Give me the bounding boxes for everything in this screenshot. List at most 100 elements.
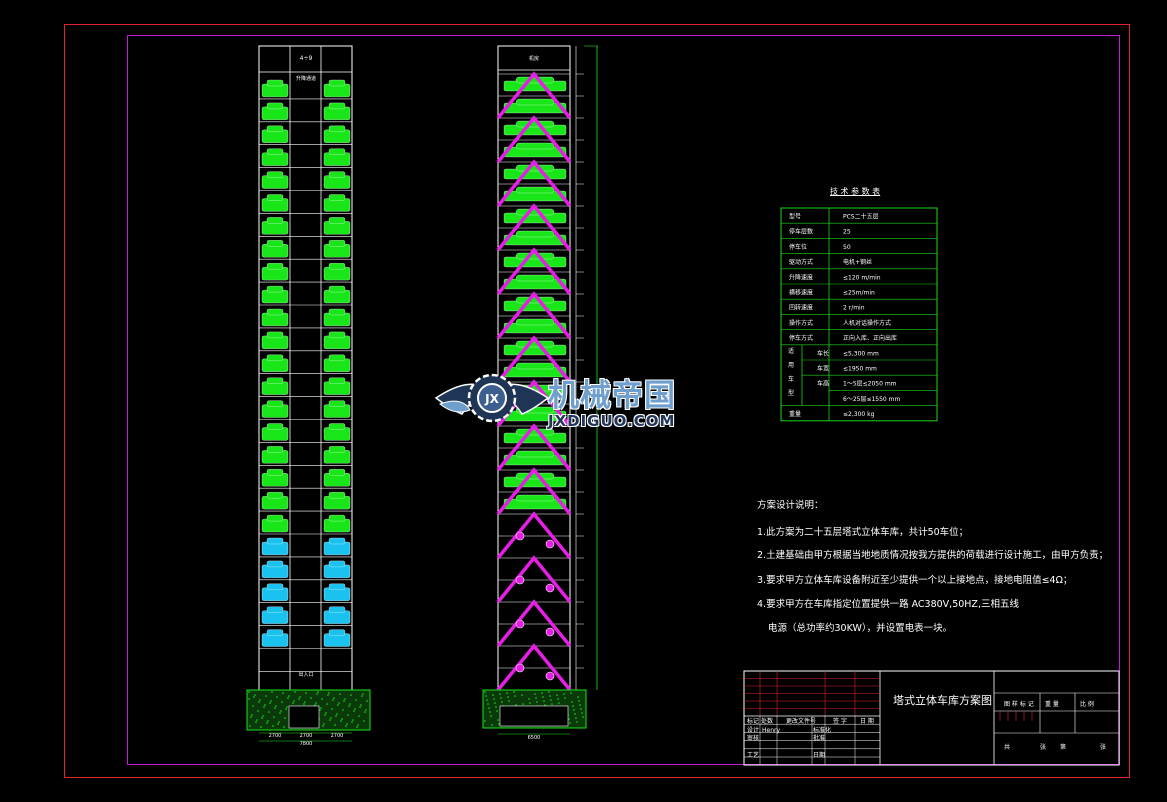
car-icon <box>328 125 346 132</box>
title-block-border <box>743 670 1120 766</box>
foundation-hatch <box>361 695 363 697</box>
sheave <box>545 627 555 637</box>
car-icon <box>328 492 346 499</box>
car-icon <box>328 377 346 384</box>
car-icon <box>328 148 346 155</box>
foundation-hatch <box>317 691 319 693</box>
table-group-label: 型 <box>788 389 794 397</box>
foundation-hatch <box>270 700 272 702</box>
foundation-hatch <box>521 694 523 696</box>
tb-label: Henry <box>762 727 780 734</box>
dim-left-total: 7800 <box>300 741 313 747</box>
foundation-hatch <box>363 720 365 722</box>
foundation-hatch <box>333 697 335 699</box>
car-icon <box>266 492 284 499</box>
table-key: 重量 <box>789 410 801 418</box>
car-icon <box>328 217 346 224</box>
foundation-hatch <box>362 693 364 695</box>
foundation-hatch <box>574 713 576 715</box>
truss-brace <box>496 335 572 384</box>
foundation-hatch <box>266 722 268 724</box>
foundation-hatch <box>541 692 543 694</box>
foundation-hatch <box>331 708 333 710</box>
dim-left-b: 2700 <box>300 733 313 739</box>
foundation-hatch <box>303 703 305 705</box>
foundation-hatch <box>279 712 281 714</box>
tb-label: 共 <box>1004 743 1010 751</box>
table-group-label: 适 <box>788 347 794 355</box>
car-icon <box>266 537 284 545</box>
foundation-hatch <box>484 720 486 722</box>
foundation-hatch <box>330 717 332 719</box>
foundation-hatch <box>339 693 341 695</box>
tb-label: 设计 <box>747 726 759 734</box>
right-tower-top-label: 机房 <box>529 55 539 62</box>
foundation-hatch <box>274 707 276 709</box>
foundation-hatch <box>506 692 508 694</box>
foundation-hatch <box>269 702 271 704</box>
logo-text-en: JXDIGUO.COM <box>548 412 676 430</box>
foundation-hatch <box>353 710 355 712</box>
sheave <box>545 539 555 549</box>
table-key: 升降速度 <box>789 273 813 281</box>
car-icon <box>266 469 284 476</box>
car-icon <box>515 274 555 282</box>
foundation-hatch <box>328 692 330 694</box>
car-icon <box>266 331 284 339</box>
car-icon <box>515 450 555 458</box>
foundation-hatch <box>264 704 266 706</box>
tb-label: 处数 <box>761 717 773 725</box>
foundation-hatch <box>287 697 289 699</box>
left-tower-elevation <box>246 45 371 742</box>
tb-label: 工艺 <box>747 751 759 759</box>
table-value: ≤2,300 kg <box>843 411 875 418</box>
foundation-hatch <box>334 724 336 726</box>
car-icon <box>266 171 284 178</box>
foundation-hatch <box>341 718 343 720</box>
foundation-hatch <box>485 695 487 697</box>
foundation-hatch <box>578 700 580 702</box>
foundation-hatch <box>360 704 362 706</box>
foundation-hatch <box>529 702 531 704</box>
table-group-label: 用 <box>788 362 794 369</box>
notes-heading: 方案设计说明： <box>757 500 824 511</box>
table-value: ≤1950 mm <box>843 366 877 373</box>
foundation-hatch <box>349 703 351 705</box>
foundation-hatch <box>500 697 502 699</box>
foundation-hatch <box>358 715 360 717</box>
foundation-hatch <box>271 691 273 693</box>
car-icon <box>266 308 284 316</box>
table-key: 型号 <box>789 213 801 221</box>
foundation-hatch <box>572 705 574 707</box>
foundation-hatch <box>352 719 354 721</box>
car-icon <box>266 423 284 430</box>
car-icon <box>266 354 284 361</box>
foundation-hatch <box>528 698 530 700</box>
car-icon <box>515 230 555 238</box>
note-item-2: 2.土建基础由甲方根据当地地质情况按我方提供的荷载进行设计施工，由甲方负责； <box>757 550 1109 561</box>
foundation-hatch <box>337 704 339 706</box>
foundation-hatch <box>507 696 509 698</box>
note-item-1: 1.此方案为二十五层塔式立体车库，共计50车位； <box>757 527 969 538</box>
foundation-hatch <box>280 710 282 712</box>
param-table-title: 技 术 参 数 表 <box>830 187 881 196</box>
table-key: 横移速度 <box>789 289 813 297</box>
foundation-hatch <box>347 714 349 716</box>
foundation-hatch <box>497 719 499 721</box>
truss-brace <box>496 115 572 164</box>
dim-left-a: 2700 <box>269 733 282 739</box>
foundation-hatch <box>484 691 486 693</box>
foundation-hatch <box>259 699 261 701</box>
foundation-hatch <box>548 691 550 693</box>
tb-label: 更改文件号 <box>786 717 816 725</box>
outer-frame <box>64 24 1130 778</box>
car-icon <box>328 583 346 590</box>
note-item-4: 4.要求甲方在车库指定位置提供一路 AC380V,50HZ,三相五线 <box>757 599 1019 610</box>
foundation-hatch <box>260 726 262 728</box>
foundation-hatch <box>335 715 337 717</box>
foundation-hatch <box>513 691 515 693</box>
truss-brace <box>496 423 572 472</box>
foundation-hatch <box>323 723 325 725</box>
car-icon <box>328 171 346 178</box>
